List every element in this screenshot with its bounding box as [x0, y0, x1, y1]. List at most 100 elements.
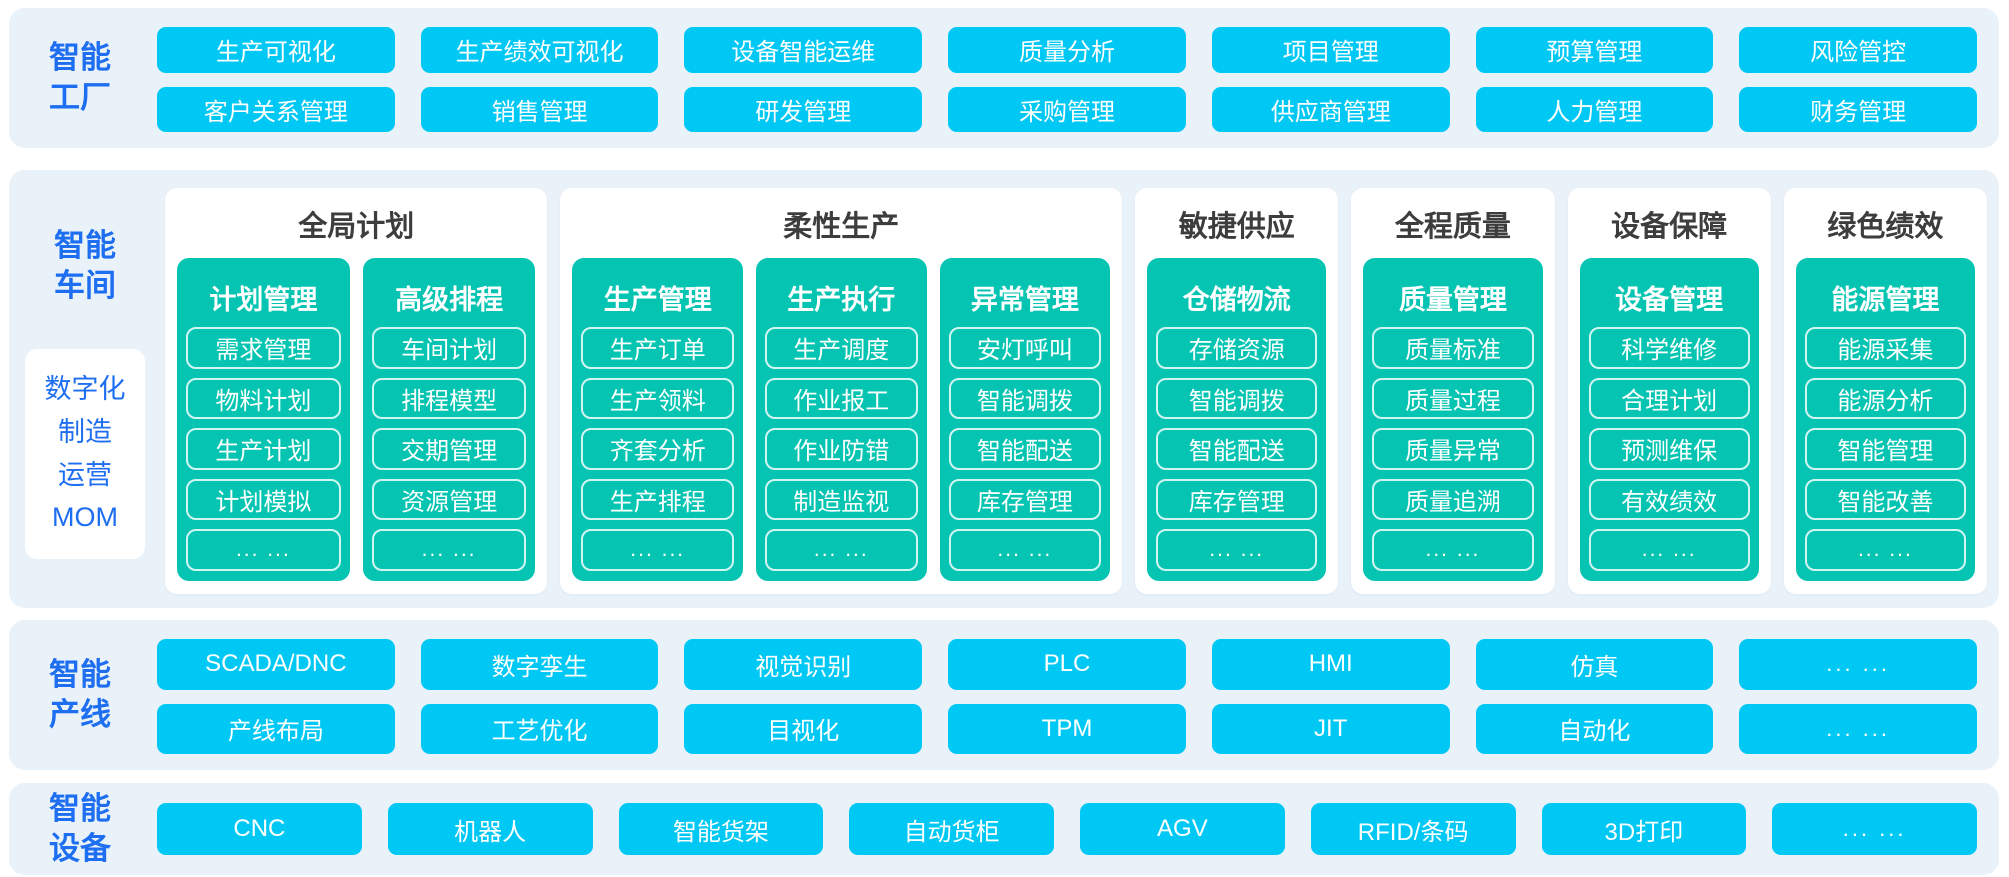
- factory-module-chip[interactable]: 设备智能运维: [684, 27, 923, 73]
- workshop-item: 生产调度: [765, 327, 918, 369]
- column-header: 生产管理: [603, 285, 712, 315]
- line-tech-chip[interactable]: HMI: [1211, 639, 1450, 690]
- workshop-column: 高级排程车间计划排程模型交期管理资源管理... ...: [362, 258, 536, 581]
- line-tech-chip[interactable]: SCADA/DNC: [157, 639, 395, 690]
- band-label-line: 工厂: [49, 80, 111, 115]
- factory-module-chip[interactable]: 风险管控: [1739, 27, 1977, 73]
- column-header: 生产执行: [787, 285, 896, 315]
- workshop-item: 生产订单: [581, 327, 734, 369]
- line-tech-chip[interactable]: 工艺优化: [420, 703, 659, 754]
- factory-module-chip[interactable]: 采购管理: [948, 86, 1186, 132]
- workshop-column: 能源管理能源采集能源分析智能管理智能改善... ...: [1795, 258, 1975, 581]
- equipment-chip[interactable]: RFID/条码: [1310, 803, 1516, 855]
- workshop-item: 计划模拟: [186, 478, 341, 521]
- workshop-item: 科学维修: [1588, 327, 1750, 369]
- equipment-chip[interactable]: CNC: [157, 803, 362, 855]
- line-tech-chip[interactable]: 仿真: [1475, 639, 1714, 690]
- factory-module-chip[interactable]: 销售管理: [420, 86, 659, 132]
- workshop-group: 设备保障设备管理科学维修合理计划预测维保有效绩效... ...: [1567, 188, 1771, 594]
- factory-module-chip[interactable]: 财务管理: [1739, 86, 1977, 132]
- workshop-item: 预测维保: [1588, 428, 1750, 470]
- line-tech-chip[interactable]: PLC: [948, 639, 1186, 690]
- workshop-column: 质量管理质量标准质量过程质量异常质量追溯... ...: [1363, 258, 1543, 581]
- column-items: 安灯呼叫智能调拨智能配送库存管理... ...: [948, 327, 1102, 571]
- group-title: 设备保障: [1611, 211, 1728, 243]
- equipment-chip[interactable]: AGV: [1080, 803, 1285, 855]
- line-tech-chip[interactable]: 视觉识别: [684, 639, 923, 690]
- band-label-line: 智能: [49, 791, 111, 827]
- workshop-item: 有效绩效: [1588, 478, 1750, 521]
- workshop-group: 敏捷供应仓储物流存储资源智能调拨智能配送库存管理 ... ...: [1135, 188, 1339, 594]
- factory-module-chip[interactable]: 客户关系管理: [157, 86, 395, 132]
- band-smart-workshop-left-column: 智能车间 数字化制造运营 MOM: [9, 170, 161, 608]
- line-tech-chip[interactable]: 产线布局: [157, 703, 395, 754]
- column-items: 车间计划排程模型交期管理资源管理... ...: [371, 327, 527, 571]
- group-title: 柔性生产: [783, 211, 900, 243]
- mom-box-line: MOM: [52, 502, 118, 533]
- workshop-item: 物料计划: [186, 377, 341, 420]
- mom-box-line: 制造: [58, 417, 112, 448]
- equipment-chip[interactable]: 3D打印: [1541, 803, 1747, 855]
- workshop-column: 生产管理生产订单生产领料齐套分析生产排程... ...: [572, 258, 743, 581]
- workshop-item: 车间计划: [371, 327, 527, 369]
- factory-module-chip[interactable]: 项目管理: [1211, 27, 1450, 73]
- equipment-chip[interactable]: 自动货柜: [849, 803, 1054, 855]
- group-title: 全局计划: [298, 211, 415, 243]
- column-items: 科学维修合理计划预测维保有效绩效... ...: [1588, 327, 1750, 571]
- factory-module-chip[interactable]: 供应商管理: [1211, 86, 1450, 132]
- line-tech-chip[interactable]: 目视化: [684, 703, 923, 754]
- mom-box-line: 数字化: [44, 374, 126, 405]
- workshop-item: 合理计划: [1588, 377, 1750, 420]
- band-label-line: 智能: [49, 657, 111, 693]
- line-tech-chip[interactable]: TPM: [948, 703, 1186, 754]
- factory-module-chip[interactable]: 人力管理: [1475, 86, 1714, 132]
- column-header: 仓储物流: [1182, 285, 1291, 315]
- equipment-chip[interactable]: 机器人: [387, 803, 593, 855]
- workshop-item: ... ...: [1156, 529, 1318, 571]
- workshop-item: 需求管理: [186, 327, 341, 369]
- workshop-item: 智能调拨: [1156, 377, 1318, 420]
- band-smart-equipment-label: 智能设备: [9, 783, 151, 875]
- workshop-item: 能源采集: [1804, 327, 1966, 369]
- workshop-item: 存储资源: [1156, 327, 1318, 369]
- factory-module-chip[interactable]: 质量分析: [948, 27, 1186, 73]
- factory-module-chip[interactable]: 生产可视化: [157, 27, 395, 73]
- factory-module-chip[interactable]: 研发管理: [684, 86, 923, 132]
- mom-box-line: 运营: [58, 459, 112, 490]
- group-title: 敏捷供应: [1178, 211, 1295, 243]
- band-label-line: 产线: [49, 697, 111, 732]
- factory-module-chip[interactable]: 生产绩效可视化: [420, 27, 659, 73]
- workshop-item: 库存管理: [948, 478, 1102, 521]
- workshop-item: 质量标准: [1372, 327, 1534, 369]
- line-tech-chip[interactable]: 自动化: [1475, 703, 1714, 754]
- workshop-group: 绿色绩效能源管理能源采集能源分析智能管理智能改善... ...: [1783, 188, 1987, 594]
- band-smart-factory: 智能工厂 生产可视化生产绩效可视化设备智能运维质量分析项目管理预算管理风险管控客…: [9, 8, 1999, 148]
- line-tech-chip[interactable]: 数字孪生: [420, 639, 659, 690]
- column-items: 生产调度作业报工作业防错制造监视... ...: [765, 327, 918, 571]
- equipment-chip[interactable]: ... ...: [1772, 803, 1977, 855]
- workshop-item: ... ...: [371, 529, 527, 571]
- workshop-item: 质量过程: [1372, 377, 1534, 420]
- workshop-item: 作业报工: [765, 377, 918, 420]
- workshop-column: 异常管理安灯呼叫智能调拨智能配送库存管理... ...: [939, 258, 1111, 581]
- band-smart-workshop-label: 智能车间: [54, 226, 116, 305]
- line-tech-chip[interactable]: JIT: [1211, 703, 1450, 754]
- line-tech-chip[interactable]: ... ...: [1739, 639, 1977, 690]
- column-header: 异常管理: [970, 285, 1079, 315]
- workshop-item: 库存管理: [1156, 478, 1318, 521]
- workshop-item: 智能配送: [1156, 428, 1318, 470]
- workshop-item: ... ...: [1804, 529, 1966, 571]
- group-columns: 设备管理科学维修合理计划预测维保有效绩效... ...: [1579, 258, 1759, 581]
- workshop-item: 生产领料: [581, 377, 734, 420]
- workshop-item: 智能配送: [948, 428, 1102, 470]
- line-tech-chip[interactable]: ... ...: [1739, 703, 1977, 754]
- factory-module-chip[interactable]: 预算管理: [1475, 27, 1714, 73]
- band-smart-factory-grid: 生产可视化生产绩效可视化设备智能运维质量分析项目管理预算管理风险管控客户关系管理…: [151, 8, 1999, 148]
- workshop-column: 设备管理科学维修合理计划预测维保有效绩效... ...: [1579, 258, 1759, 581]
- column-header: 高级排程: [395, 285, 504, 315]
- group-title: 绿色绩效: [1827, 211, 1944, 243]
- group-columns: 仓储物流存储资源智能调拨智能配送库存管理 ... ...: [1147, 258, 1327, 581]
- group-columns: 质量管理质量标准质量过程质量异常质量追溯... ...: [1363, 258, 1543, 581]
- equipment-chip[interactable]: 智能货架: [618, 803, 824, 855]
